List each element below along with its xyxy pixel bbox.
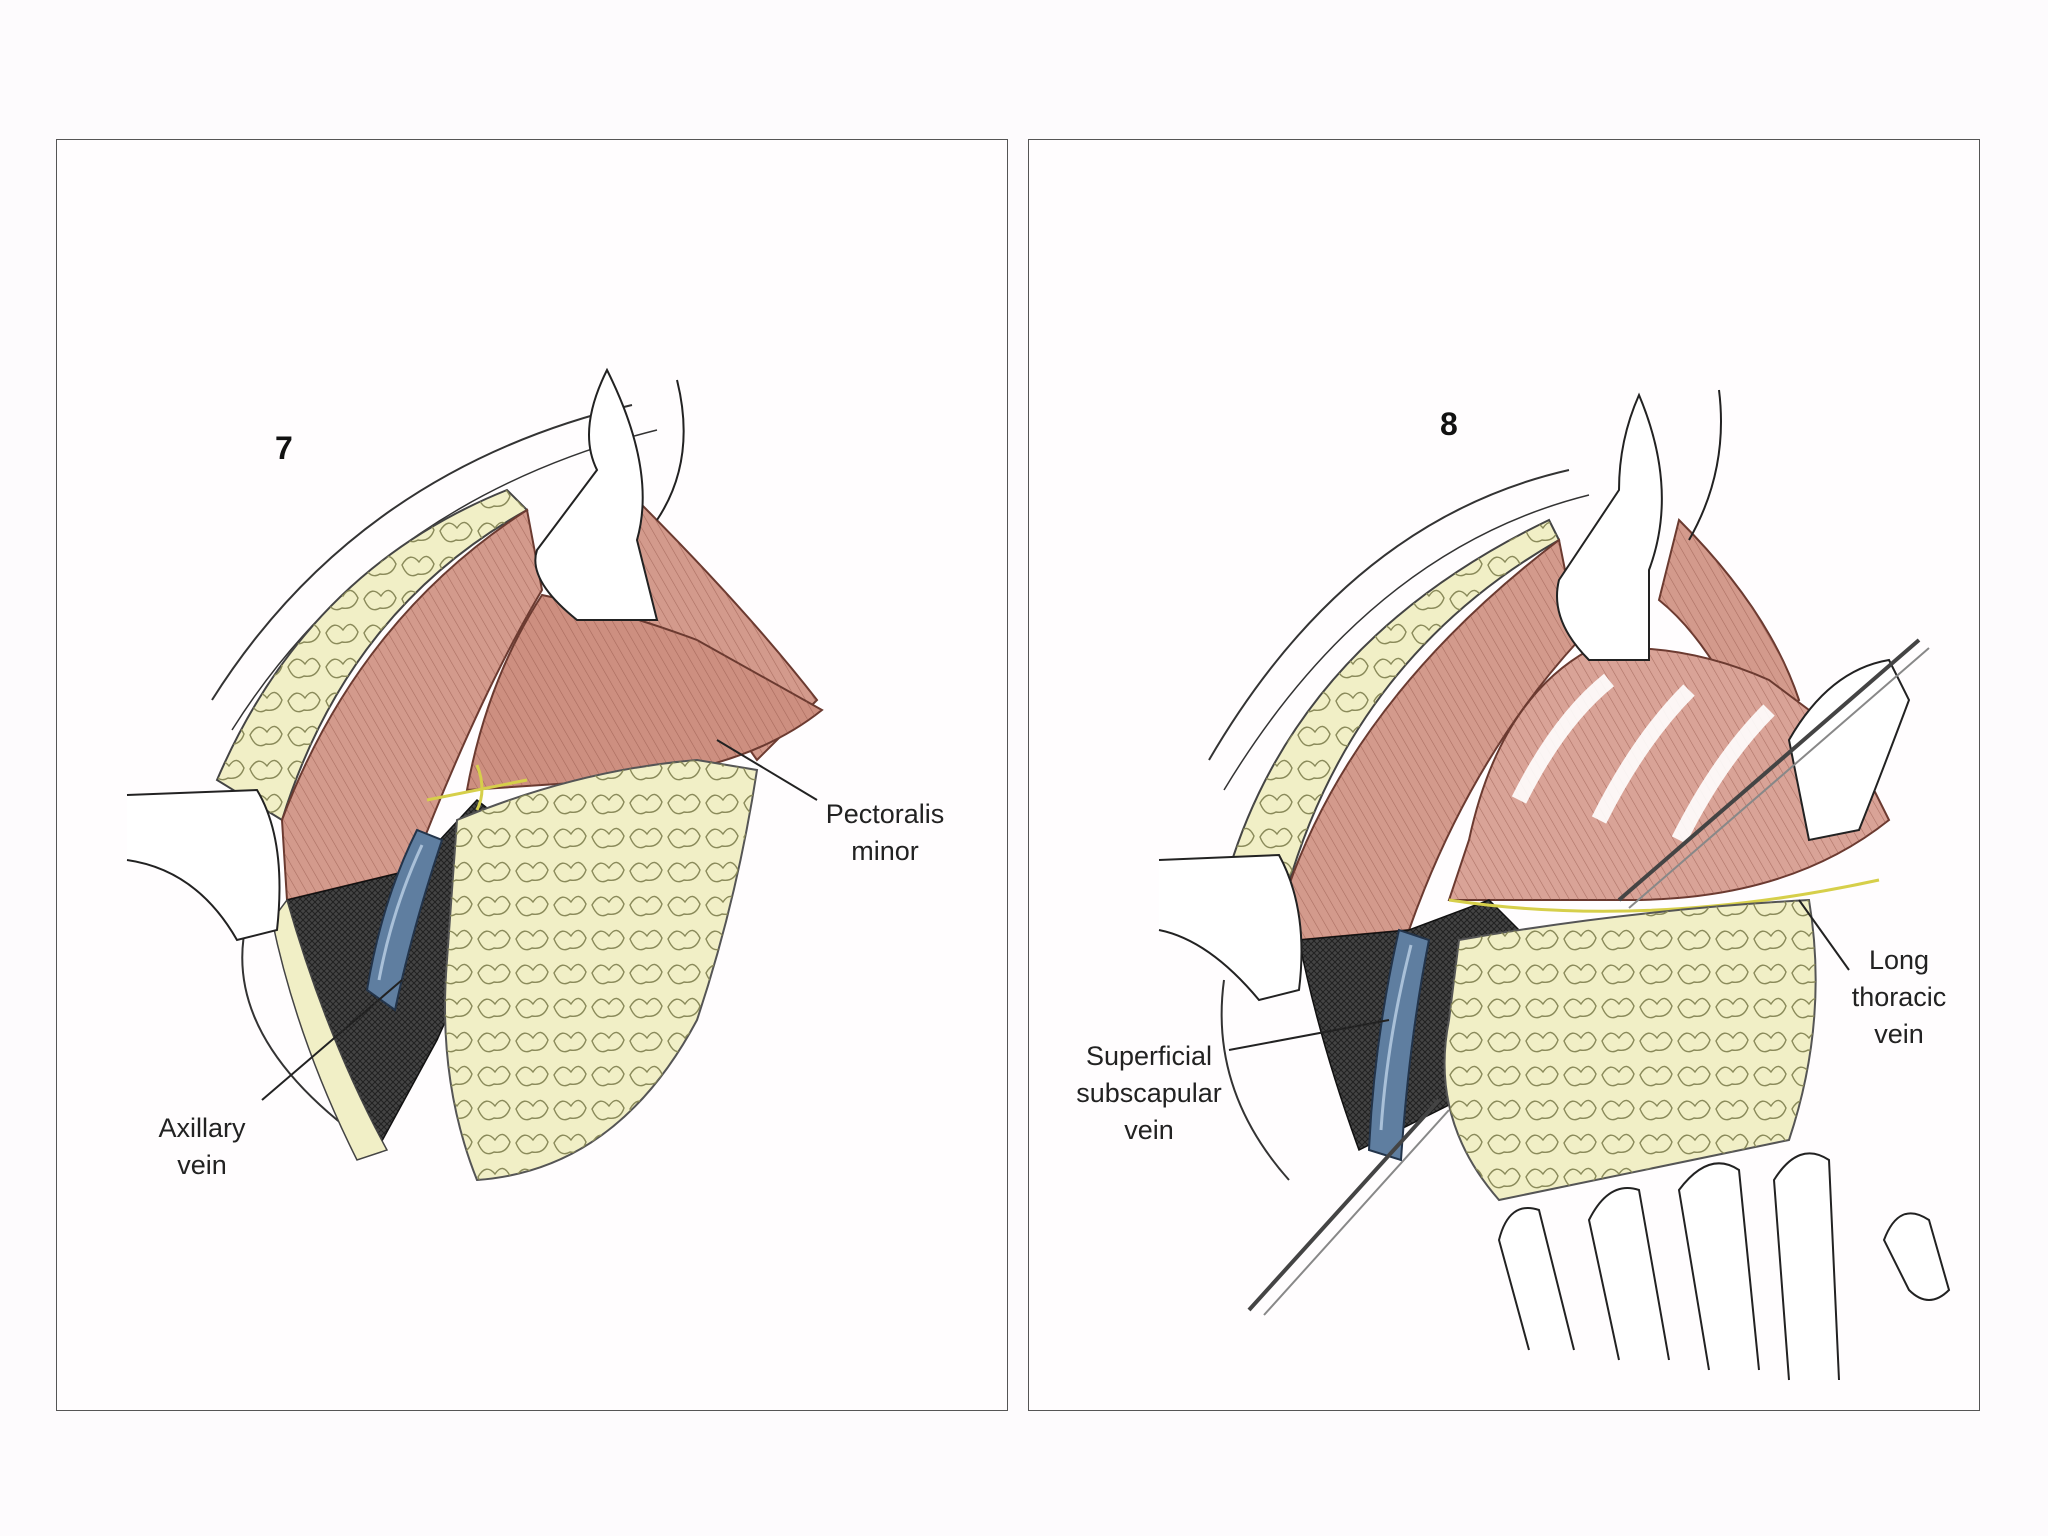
figure-number: 7 <box>275 430 293 466</box>
lower-fat-edge <box>271 898 389 1161</box>
label-long-thoracic-vein: Long thoracic vein <box>1851 945 1947 1049</box>
right-hand-with-forceps <box>1787 658 1911 842</box>
figure-panel-8: 8 Long thoracic vein Superficial subscap… <box>1028 139 1980 1411</box>
axillary-vein <box>365 828 444 1012</box>
hemostat-clamp <box>1247 1098 1441 1312</box>
finger-2 <box>1587 1187 1670 1361</box>
forceps <box>1617 638 1921 902</box>
leader-line-pectoralis-minor <box>716 739 818 801</box>
finger-4 <box>1772 1152 1840 1381</box>
figure-number: 8 <box>1440 406 1458 442</box>
label-axillary-vein: Axillary vein <box>158 1113 246 1180</box>
skin-edge <box>1208 469 1570 761</box>
leader-line-superficial-subscapular-vein <box>1228 1019 1390 1051</box>
finger-3 <box>1677 1162 1760 1371</box>
thumb <box>1882 1212 1951 1301</box>
surgical-illustration-7 <box>126 367 824 1182</box>
left-retractor <box>1158 853 1303 1002</box>
skin-edge <box>211 404 633 701</box>
left-retractor <box>126 788 281 942</box>
upper-retractor <box>534 367 659 621</box>
long-thoracic-vein <box>1448 878 1880 913</box>
finger-1 <box>1497 1207 1575 1351</box>
leader-line-axillary-vein <box>261 979 403 1101</box>
leader-line-long-thoracic-vein <box>1798 899 1850 971</box>
surgical-illustration-8 <box>1158 389 1951 1381</box>
label-pectoralis-minor: Pectoralis minor <box>825 799 945 866</box>
upper-retractor <box>1556 392 1663 661</box>
nerve-thread <box>426 764 528 811</box>
figure-panel-7: 7 Pectoralis minor Axillary vein <box>56 139 1008 1411</box>
label-superficial-subscapular-vein: Superficial subscapular vein <box>1076 1041 1222 1145</box>
